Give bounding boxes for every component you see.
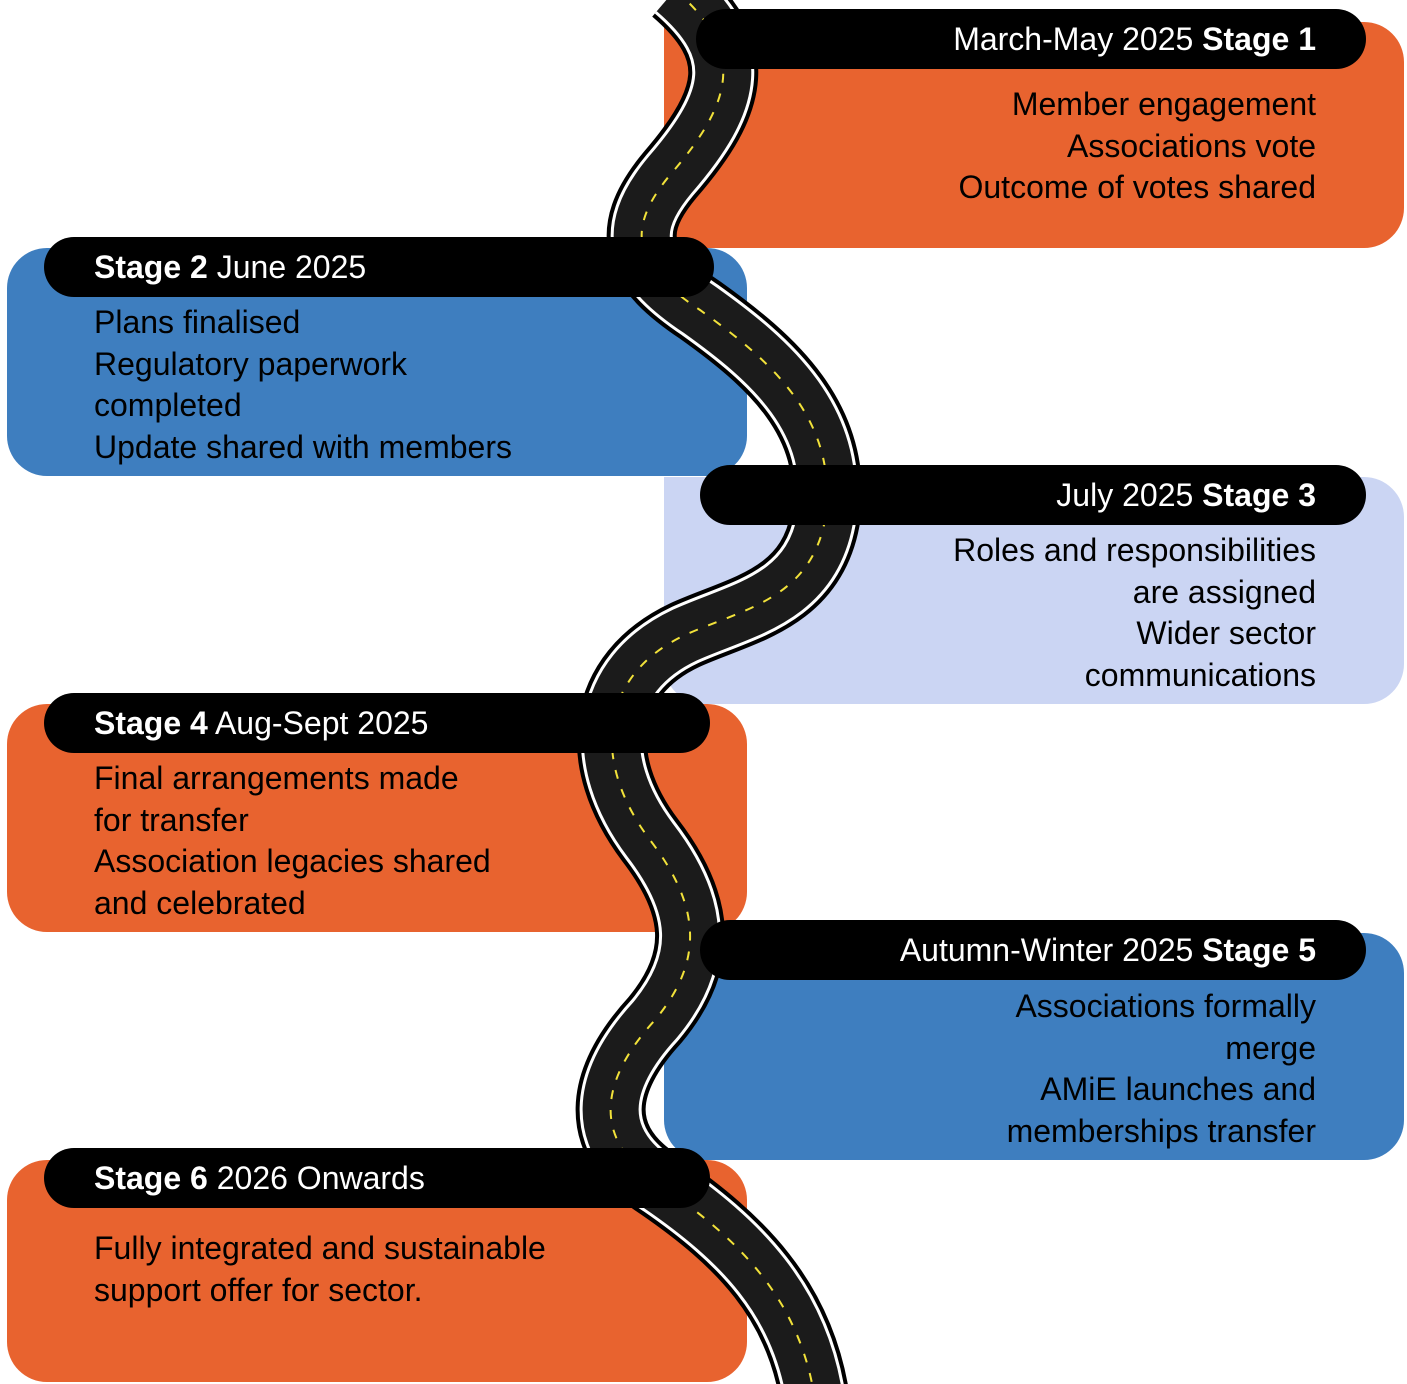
stage-5-date: Autumn-Winter 2025 [899,932,1194,968]
stage-1-line: Outcome of votes shared [958,169,1316,205]
stage-4-header: Stage 4 Aug-Sept 2025 [44,693,710,753]
stage-3-line: Roles and responsibilities [953,532,1316,568]
stage-3-header: July 2025 Stage 3 [700,465,1366,525]
stage-3-label: Stage 3 [1202,477,1316,513]
stage-5-header: Autumn-Winter 2025 Stage 5 [700,920,1366,980]
stage-6-header: Stage 6 2026 Onwards [44,1148,710,1208]
stage-5-line: merge [1225,1029,1316,1066]
stage-1-label: Stage 1 [1202,21,1316,57]
stage-4-line: Association legacies shared [94,843,491,879]
stage-3-line: Wider sector [1136,615,1316,651]
stage-2-date: June 2025 [216,249,367,285]
stage-2-line: completed [94,387,242,423]
stage-1-lines: Member engagement Associations vote Outc… [958,84,1316,209]
stage-4-date: Aug-Sept 2025 [214,705,429,741]
stage-2-line: Update shared with members [94,428,512,465]
stage-1-line: Associations vote [1066,127,1316,164]
stage-2-label: Stage 2 [94,249,208,285]
stage-1-line: Member engagement [1011,86,1316,122]
stage-4-line: and celebrated [94,884,306,921]
stage-6-date: 2026 Onwards [216,1160,425,1196]
stage-2-header: Stage 2 June 2025 [44,237,714,297]
stage-5-line: AMiE launches and [1040,1071,1316,1107]
stage-1-header: March-May 2025 Stage 1 [696,9,1366,69]
stage-5-line: Associations formally [1015,988,1316,1024]
stage-3-lines: Roles and responsibilities are assigned … [953,530,1316,696]
stage-2-lines: Plans finalised Regulatory paperwork com… [94,302,512,468]
stage-6-label: Stage 6 [94,1160,208,1196]
stage-4-line: Final arrangements made [94,760,459,796]
stage-6-line: Fully integrated and sustainable [94,1230,546,1266]
stage-3-line: communications [1084,656,1316,693]
stage-1-date: March-May 2025 [953,21,1194,57]
stage-4-lines: Final arrangements made for transfer Ass… [94,758,491,924]
stage-5-label: Stage 5 [1202,932,1316,968]
stage-3-line: are assigned [1132,573,1316,610]
stage-2-line: Plans finalised [94,304,301,340]
stage-5-lines: Associations formally merge AMiE launche… [1007,986,1316,1152]
stage-5-line: memberships transfer [1006,1112,1316,1149]
stage-3-date: July 2025 [1056,477,1194,513]
stage-6-line: support offer for sector. [94,1271,423,1308]
stage-4-label: Stage 4 [94,705,208,741]
stage-4-line: for transfer [94,801,249,838]
stage-6-lines: Fully integrated and sustainable support… [94,1228,546,1311]
stage-2-line: Regulatory paperwork [94,345,408,382]
